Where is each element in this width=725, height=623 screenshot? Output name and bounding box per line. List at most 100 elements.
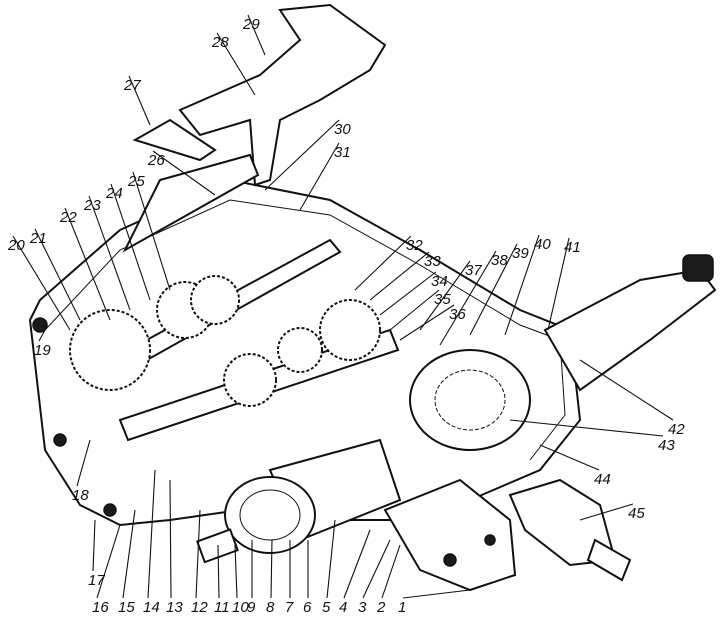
leader-line xyxy=(419,260,471,331)
callout-label: 7 xyxy=(285,599,294,616)
callout-label: 38 xyxy=(491,252,508,269)
callout-label: 1 xyxy=(398,599,406,616)
callout-label: 43 xyxy=(658,437,675,454)
callout-label: 21 xyxy=(29,230,47,247)
leader-line xyxy=(247,14,266,56)
leader-line xyxy=(343,529,371,599)
housing-cover-rib xyxy=(122,153,260,253)
leader-line xyxy=(234,544,238,599)
leader-line xyxy=(76,439,91,487)
leader-line xyxy=(169,479,172,599)
leader-line xyxy=(264,119,340,191)
drawing xyxy=(28,3,717,592)
callout-label: 2 xyxy=(376,599,386,616)
callout-label: 23 xyxy=(83,197,101,214)
leader-line xyxy=(399,304,455,341)
leader-line xyxy=(369,251,430,301)
callout-label: 6 xyxy=(303,599,312,616)
callout-label: 34 xyxy=(431,273,448,290)
leader-line xyxy=(402,589,471,599)
callout-label: 31 xyxy=(334,144,351,161)
callout-label: 30 xyxy=(334,121,351,138)
leader-line xyxy=(110,183,151,301)
callout-label: 14 xyxy=(143,599,160,616)
callout-label: 11 xyxy=(214,599,230,616)
leader-line xyxy=(379,271,437,316)
leader-line xyxy=(195,509,201,599)
leader-line xyxy=(362,539,391,599)
right-shaft-end xyxy=(682,254,714,282)
bolt xyxy=(32,317,48,333)
callout-label: 12 xyxy=(191,599,208,616)
mount-bracket xyxy=(383,478,517,592)
callout-label: 29 xyxy=(242,16,260,33)
callout-label: 16 xyxy=(92,599,109,616)
leader-line xyxy=(469,243,518,336)
callout-label: 22 xyxy=(59,209,77,226)
gear xyxy=(223,353,277,407)
bolt xyxy=(103,503,117,517)
gears xyxy=(69,275,381,407)
gear xyxy=(69,309,151,391)
leader-line xyxy=(270,539,273,599)
leader-line xyxy=(216,32,256,96)
callout-label: 5 xyxy=(322,599,331,616)
callout-label: 13 xyxy=(166,599,183,616)
bolt xyxy=(484,534,496,546)
callout-label: 3 xyxy=(358,599,367,616)
shift-linkage xyxy=(178,3,387,187)
callout-label: 40 xyxy=(534,236,551,253)
callout-label: 45 xyxy=(628,505,645,522)
shift-lever xyxy=(132,118,217,162)
callout-label: 25 xyxy=(127,173,145,190)
callout-label: 32 xyxy=(406,237,423,254)
callout-label: 44 xyxy=(594,471,611,488)
callout-label: 26 xyxy=(147,152,165,169)
bolt xyxy=(443,553,457,567)
leader-line xyxy=(504,234,540,336)
left-drive-boot xyxy=(224,476,316,554)
bolt xyxy=(53,433,67,447)
differential-gear xyxy=(434,369,506,431)
callout-label: 27 xyxy=(123,77,141,94)
leader-line xyxy=(34,228,81,321)
leader-line xyxy=(354,235,412,291)
leader-line xyxy=(547,237,570,331)
leader-line xyxy=(579,359,674,421)
leader-line xyxy=(381,544,401,599)
leader-line xyxy=(147,469,156,599)
leader-line xyxy=(509,419,664,437)
right-drive-boot xyxy=(543,268,717,392)
leader-line xyxy=(152,150,216,196)
callout-label: 39 xyxy=(512,245,529,262)
leader-line xyxy=(132,171,171,291)
leader-line xyxy=(12,235,71,331)
callout-label: 19 xyxy=(34,342,51,359)
callout-label: 8 xyxy=(266,599,275,616)
callout-label: 28 xyxy=(211,34,229,51)
leader-line xyxy=(122,509,136,599)
leader-line xyxy=(579,503,634,521)
callout-label: 15 xyxy=(118,599,135,616)
callout-label: 4 xyxy=(339,599,347,616)
gear xyxy=(190,275,240,325)
housing-wall xyxy=(44,199,566,461)
boot-fold xyxy=(239,489,301,541)
gear xyxy=(277,327,323,373)
leader-line xyxy=(299,142,340,211)
gear xyxy=(319,299,381,361)
leader-line xyxy=(539,444,600,471)
differential xyxy=(409,349,531,451)
callout-label: 41 xyxy=(564,239,581,256)
callout-label: 33 xyxy=(424,253,441,270)
leader-line xyxy=(217,544,220,599)
callout-label: 17 xyxy=(88,572,105,589)
callout-label: 9 xyxy=(247,599,256,616)
leader-line xyxy=(92,519,96,572)
callout-label: 18 xyxy=(72,487,89,504)
leader-line xyxy=(439,250,497,346)
leader-line xyxy=(326,519,336,599)
leader-line xyxy=(128,75,151,126)
